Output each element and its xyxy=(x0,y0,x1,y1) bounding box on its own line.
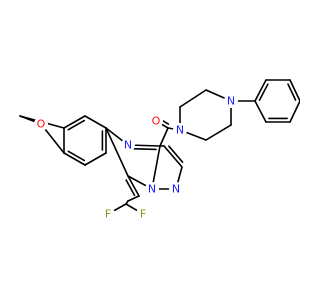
atom-n-pyrimidine: N xyxy=(121,138,135,152)
atom-label: N xyxy=(172,183,180,196)
atom-o-carbonyl: O xyxy=(149,114,163,128)
bond-line xyxy=(130,147,157,151)
atom-label: N xyxy=(176,124,184,137)
bond-line xyxy=(125,179,136,197)
bond-line xyxy=(258,83,269,101)
atom-label: O xyxy=(37,118,46,131)
bond-line xyxy=(105,127,129,177)
atom-label: N xyxy=(227,95,235,108)
atom-n-pyrazole: N xyxy=(169,182,183,196)
atom-o-methoxy: O xyxy=(34,117,48,131)
bond-line xyxy=(63,115,86,129)
bond-line xyxy=(63,152,86,166)
bond-line xyxy=(287,83,297,101)
atom-f-1: F xyxy=(101,207,115,221)
bond-line xyxy=(163,145,183,168)
bond-line xyxy=(205,124,232,141)
bond-line xyxy=(127,175,140,197)
structure-drawing: N N N N N O O F F xyxy=(19,79,300,221)
bond-line xyxy=(254,100,267,123)
bond-line xyxy=(84,152,107,166)
atom-f-2: F xyxy=(136,207,150,221)
atom-label: O xyxy=(152,115,161,128)
bond-line xyxy=(179,89,207,108)
atom-label: F xyxy=(105,208,111,221)
bond-line xyxy=(67,150,86,162)
atom-label: F xyxy=(140,208,146,221)
bond-line xyxy=(254,79,267,102)
atom-n-piperazine-4: N xyxy=(224,94,238,108)
atom-label: N xyxy=(124,139,132,152)
bond-line xyxy=(168,145,184,163)
bond-line xyxy=(289,100,300,123)
molecule-diagram: N N N N N O O F F xyxy=(19,79,300,221)
bond-line xyxy=(67,119,86,131)
bond-line xyxy=(84,115,107,129)
bond-line xyxy=(159,127,169,147)
atom-label: N xyxy=(148,183,156,196)
bond-line xyxy=(151,145,161,190)
bond-line xyxy=(127,195,140,202)
bond-line xyxy=(289,79,300,102)
bond-layer xyxy=(19,79,300,215)
atom-n-bridge: N xyxy=(145,182,159,196)
atom-n-piperazine-1: N xyxy=(173,123,187,137)
